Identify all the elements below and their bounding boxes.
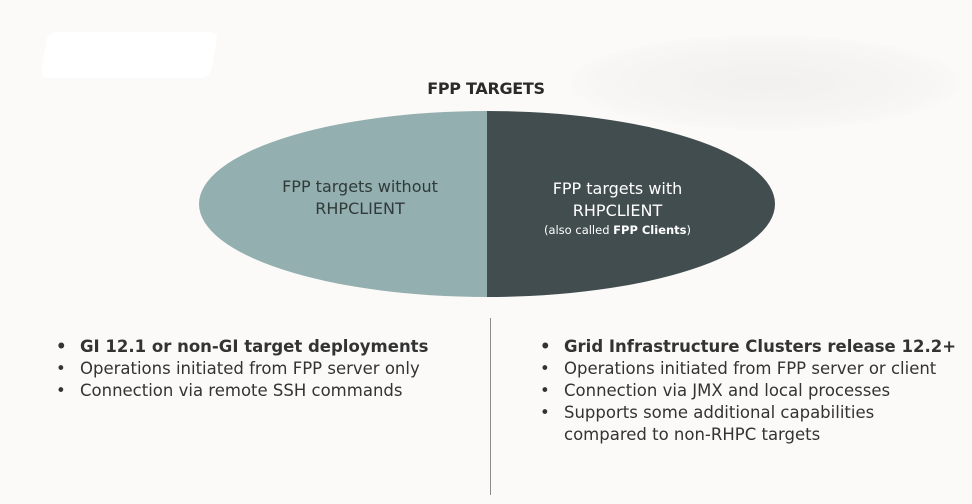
right-bullet-list: Grid Infrastructure Clusters release 12.… bbox=[536, 336, 966, 446]
left-label-line2: RHPCLIENT bbox=[315, 199, 405, 218]
note-prefix: (also called bbox=[543, 223, 614, 237]
note-bold: FPP Clients bbox=[613, 223, 687, 237]
note-suffix: ) bbox=[686, 223, 692, 237]
without-rhpclient-label: FPP targets without RHPCLIENT bbox=[255, 176, 465, 220]
right-label-line2: RHPCLIENT bbox=[572, 201, 663, 220]
list-item: Supports some additional capabilities co… bbox=[536, 402, 904, 446]
fpp-clients-note: (also called FPP Clients) bbox=[505, 222, 730, 238]
list-item: GI 12.1 or non-GI target deployments bbox=[52, 336, 472, 358]
with-rhpclient-label: FPP targets with RHPCLIENT (also called … bbox=[505, 178, 730, 238]
page-title: FPP TARGETS bbox=[427, 79, 545, 98]
left-label-line1: FPP targets without bbox=[282, 177, 438, 196]
list-item: Connection via remote SSH commands bbox=[52, 380, 472, 402]
left-bullet-list: GI 12.1 or non-GI target deployments Ope… bbox=[52, 336, 472, 402]
decorative-pattern bbox=[570, 35, 960, 130]
list-item: Connection via JMX and local processes bbox=[536, 380, 966, 402]
column-divider bbox=[490, 318, 491, 495]
list-item: Operations initiated from FPP server onl… bbox=[52, 358, 472, 380]
list-item: Grid Infrastructure Clusters release 12.… bbox=[536, 336, 966, 358]
list-item: Operations initiated from FPP server or … bbox=[536, 358, 966, 380]
right-label-line1: FPP targets with bbox=[552, 179, 683, 198]
